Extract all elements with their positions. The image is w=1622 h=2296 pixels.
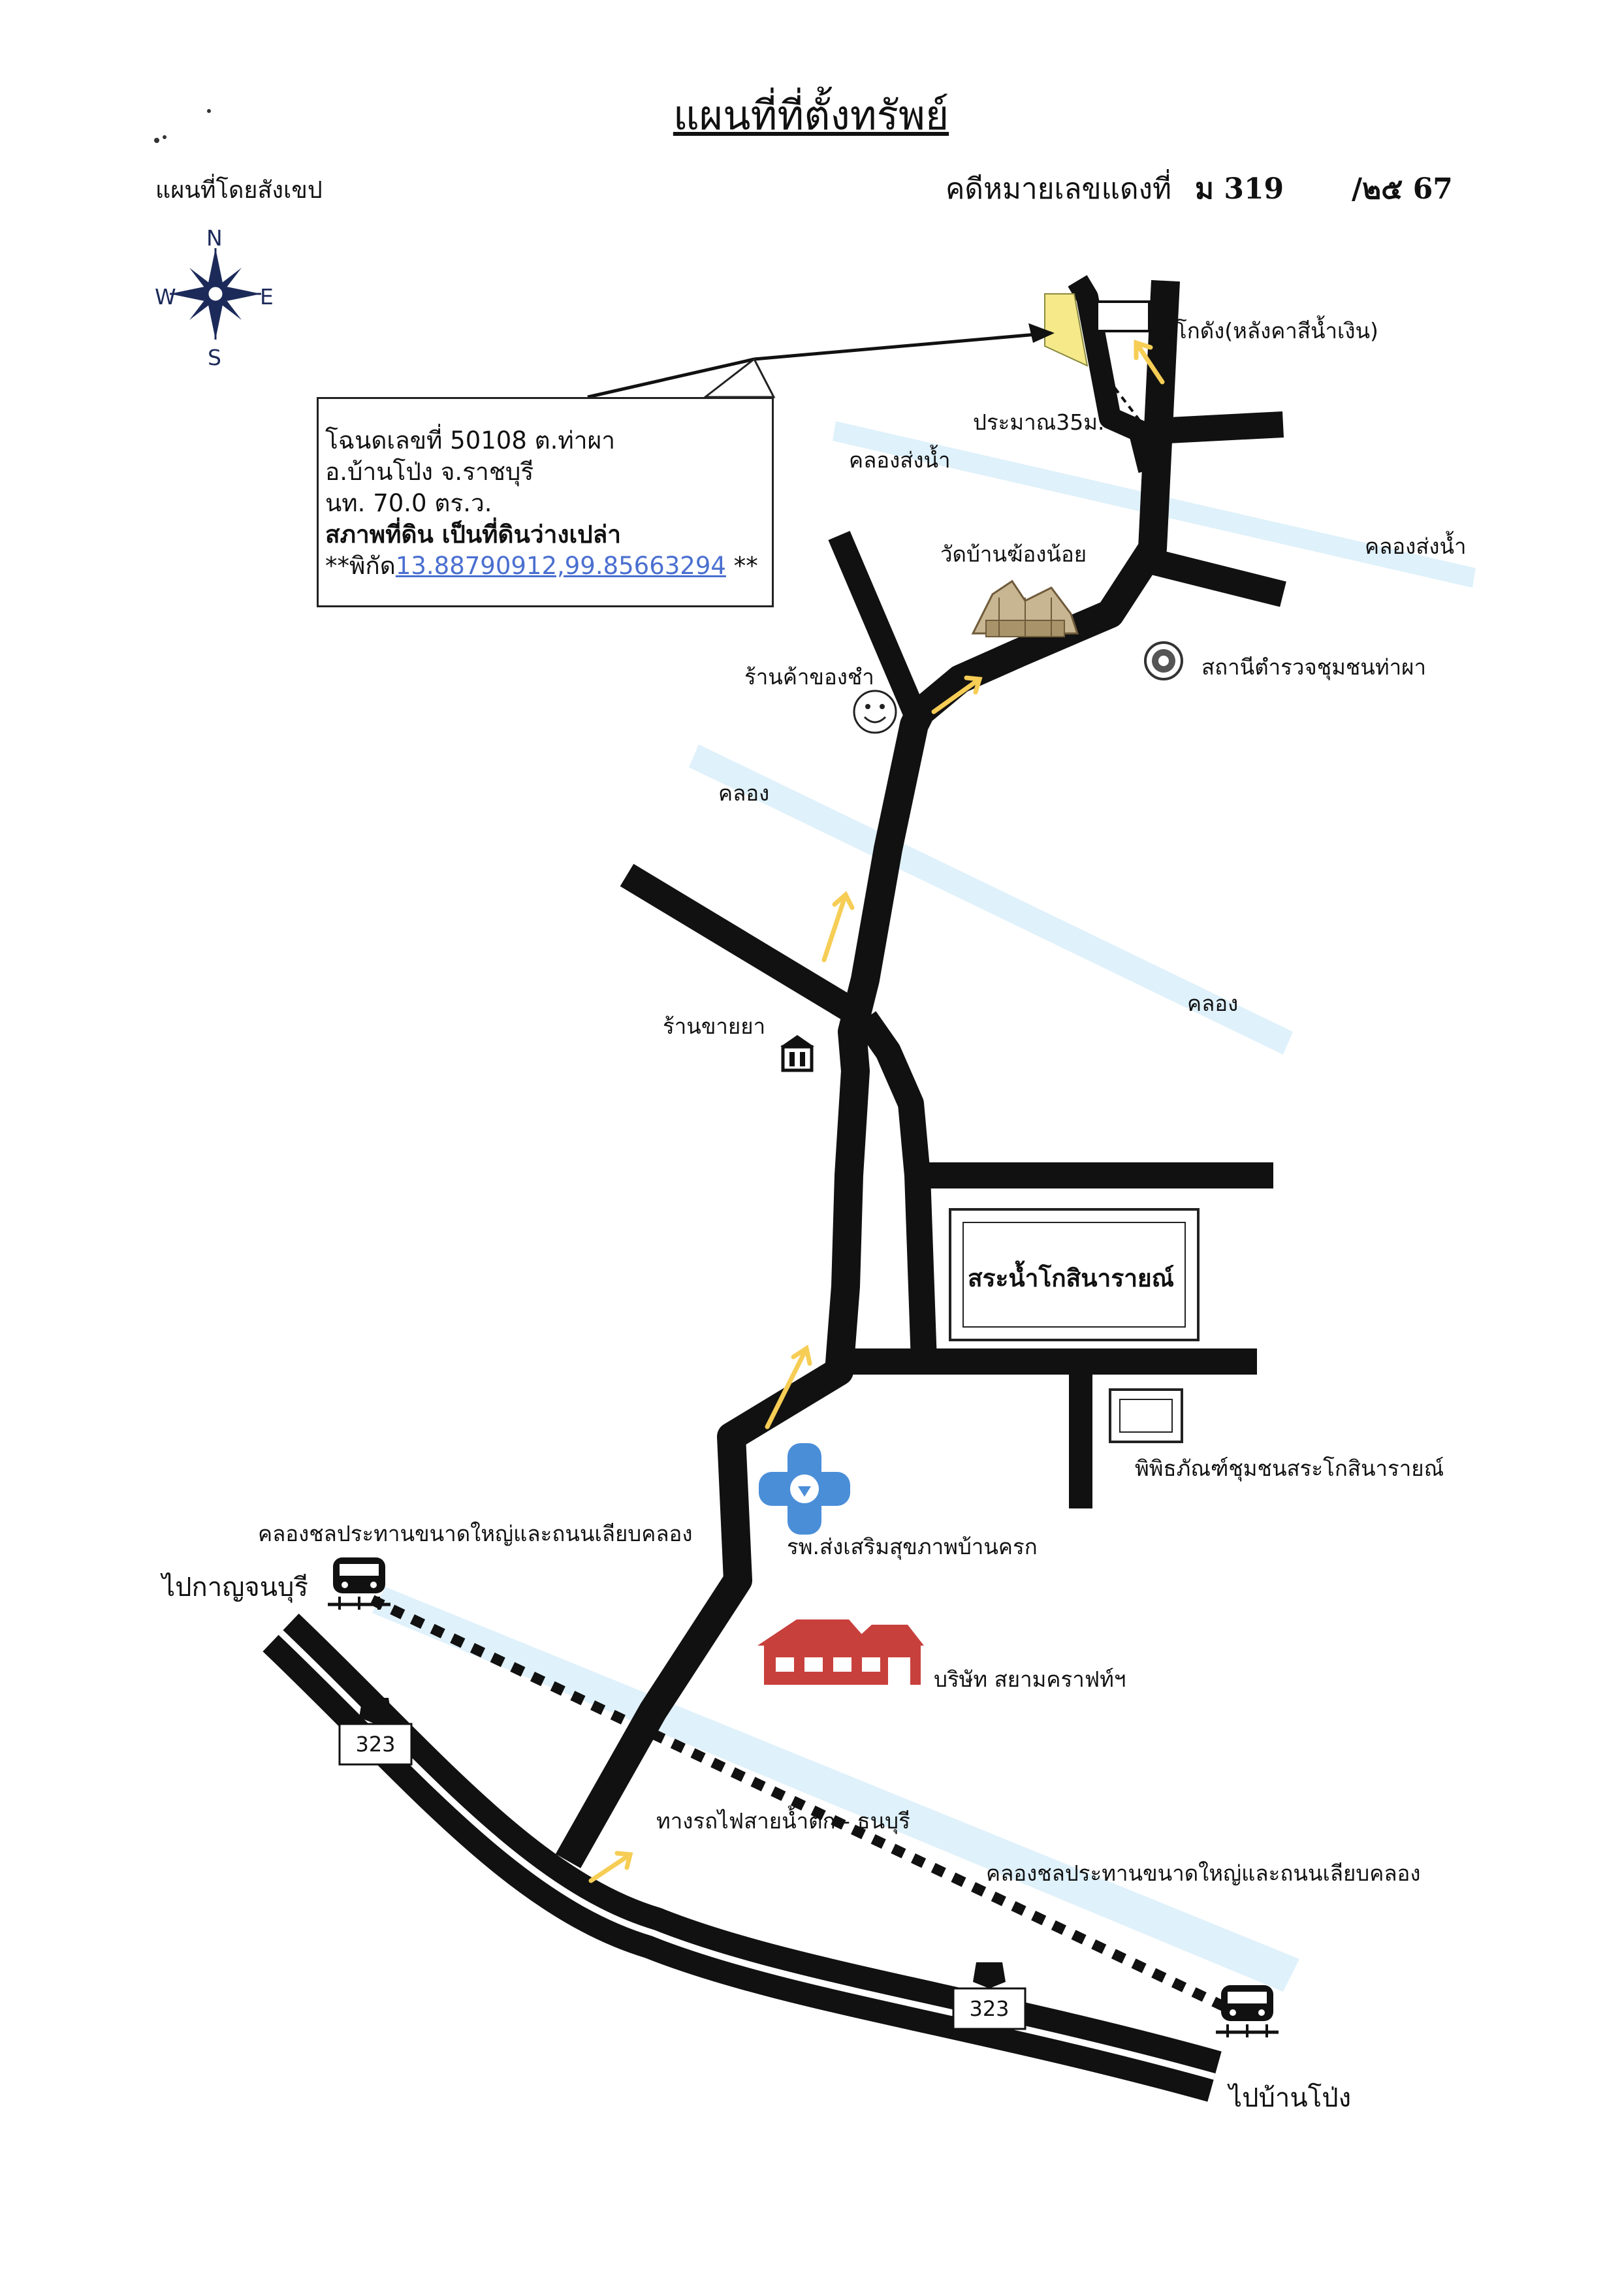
highway-323 [262,1614,1222,2102]
road-to-plot [1068,275,1160,473]
smiley-icon [853,690,897,734]
callout-condition: สภาพที่ดิน เป็นที่ดินว่างเปล่า [325,520,622,549]
label-canal-supply-1: คลองส่งน้ำ [849,447,951,473]
label-pond: สระน้ำโกสินารายณ์ [968,1264,1174,1292]
canal-irrigation [372,1587,1299,1992]
map-subtitle: แผนที่โดยสังเขป [155,177,323,204]
compass-west: W [155,284,176,310]
branch-road-grocery [828,530,925,717]
compass-east: E [260,284,274,310]
label-canal-1: คลอง [718,780,770,806]
roads [555,275,1286,1868]
highway-shield-icon [952,1962,1026,2030]
coord-suffix: ** [725,552,758,580]
museum-building-icon [1109,1388,1183,1443]
label-company: บริษัท สยามคราฟท์ฯ [934,1666,1126,1692]
direction-arrow-icon [588,1851,633,1883]
page-title: แผนที่ที่ตั้งทรัพย์ [673,91,949,139]
train-icon [1216,1985,1279,2037]
compass-south: S [208,345,221,370]
branch-road-pharmacy [620,863,872,1030]
label-pharmacy: ร้านขายยา [663,1013,766,1039]
label-grocery: ร้านค้าของชำ [744,664,874,690]
callout-area: นท. 70.0 ตร.ว. [325,489,492,517]
warehouse-icon [1096,300,1151,332]
callout-coordinates: **พิกัด13.88790912,99.85663294 ** [325,550,772,582]
route-number-2: 323 [969,1996,1010,2021]
compass-north: N [206,225,223,251]
target-plot [1044,293,1089,367]
label-warehouse: โกดัง(หลังคาสีน้ำเงิน) [1175,318,1378,343]
callout-arrowhead [1028,323,1055,343]
case-year: /๒๕ 67 [1352,172,1453,206]
direction-arrow-icon [765,1345,812,1429]
canal-middle [689,744,1293,1055]
route-number-1: 323 [355,1732,396,1757]
property-callout: โฉนดเลขที่ 50108 ต.ท่าผา อ.บ้านโป่ง จ.รา… [317,397,774,607]
coord-prefix: **พิกัด [325,552,396,580]
side-road-1 [1154,411,1284,444]
side-road-2 [1149,549,1286,607]
direction-arrow-icon [931,675,983,714]
compass-rose-icon [170,248,261,340]
direction-arrow-icon [821,891,855,963]
label-canal-2: คลอง [1187,991,1239,1016]
label-to-kanchanaburi: ไปกาญจนบุรี [162,1572,308,1602]
label-police: สถานีตำรวจชุมชนท่าผา [1201,654,1427,680]
pond [949,1208,1200,1341]
inner-loop-road [854,1011,937,1362]
coord-link[interactable]: 13.88790912,99.85663294 [395,552,726,580]
highway-shield-icon [338,1698,413,1766]
callout-tail [702,357,776,398]
hospital-cross-icon [759,1443,850,1535]
label-to-banpong: ไปบ้านโป่ง [1229,2083,1352,2113]
temple-icon [971,579,1079,637]
railway-line [370,1595,1237,2017]
label-temple: วัดบ้านฆ้องน้อย [940,541,1087,567]
label-canal-supply-2: คลองส่งน้ำ [1365,534,1467,559]
case-label: คดีหมายเลขแดงที่ [946,172,1172,206]
label-hospital: รพ.ส่งเสริมสุขภาพบ้านครก [787,1534,1038,1559]
label-canal-road-1: คลองชลประทานขนาดใหญ่และถนนเลียบคลอง [258,1521,693,1546]
label-museum: พิพิธภัณฑ์ชุมชนสระโกสินารายณ์ [1135,1456,1444,1481]
direction-arrows [588,340,1165,1883]
callout-pointer [587,331,1052,399]
callout-district: อ.บ้านโป่ง จ.ราชบุรี [325,458,534,486]
pharmacy-icon [780,1035,814,1072]
scan-mark [154,109,211,143]
label-distance: ประมาณ35ม. [973,409,1105,435]
label-railway: ทางรถไฟสายน้ำตก - ธนบุรี [656,1808,910,1834]
police-badge-icon [1144,641,1183,680]
callout-deed: โฉนดเลขที่ 50108 ต.ท่าผา [325,426,616,454]
label-canal-road-2: คลองชลประทานขนาดใหญ่และถนนเลียบคลอง [986,1860,1421,1886]
direction-arrow-icon [1134,340,1165,385]
factory-building-icon [757,1619,924,1685]
train-icon [328,1557,390,1610]
case-prefix: ม 319 [1195,172,1284,206]
